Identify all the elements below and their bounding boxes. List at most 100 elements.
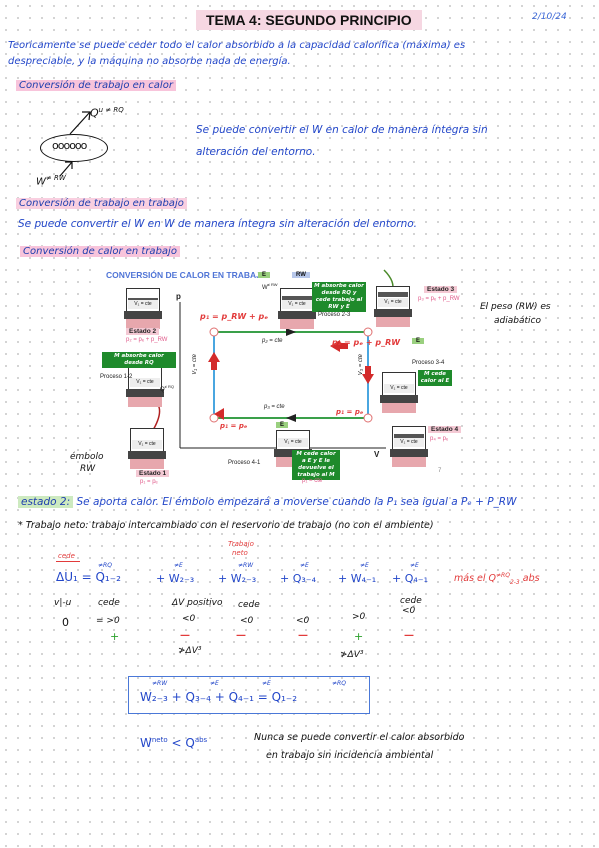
estado2-note: estado 2: Se aporta calor. El émbolo emp… xyxy=(18,496,517,508)
boxed-s1: ≠RW xyxy=(152,680,168,687)
section1-text-2: alteración del entorno. xyxy=(196,146,316,158)
sign-row-4b: <0 xyxy=(296,616,310,626)
eq-t5: + W₄₋₁ xyxy=(338,572,377,585)
tag-rw: RW xyxy=(292,272,310,278)
boxed-s2: ≠E xyxy=(210,680,219,687)
label-v1-cte: V₁ = cte xyxy=(192,354,198,375)
sign-col-6: cede xyxy=(400,596,422,606)
label-v3-cte: V₃ = cte xyxy=(358,354,364,376)
tag-e-right: E xyxy=(412,338,425,344)
eq-t3: + W₂₋₃ xyxy=(218,572,257,585)
coil-icon: oooooo xyxy=(52,139,87,152)
cylinder-process-34: V₁ = cte xyxy=(380,372,418,413)
sign-col-1: v|-u xyxy=(54,598,72,608)
conclusion-inequality: Wneto < Qabs xyxy=(140,736,208,750)
side-note-1: El peso (RW) es xyxy=(480,302,551,312)
eq-p1-pe-right: p₁ = pₑ xyxy=(336,408,364,416)
boxed-equation xyxy=(128,676,370,714)
sign-row-2: = >0 xyxy=(96,616,120,626)
tag-e-bottom: E xyxy=(276,422,289,428)
eq-mas: más el Q≠RQ2-3 abs xyxy=(454,572,540,587)
eq-above-cede: cede xyxy=(58,552,75,560)
date-label: 2/10/24 xyxy=(532,12,567,22)
conclusion-text-2: en trabajo sin incidencia ambiental xyxy=(266,750,434,761)
eq-s2: ≠E xyxy=(174,562,183,569)
footer-eq: p₁ = cte xyxy=(302,478,323,484)
sign-plus-1: + xyxy=(110,630,120,643)
intro-line-1: Teoricamente se puede ceder todo el calo… xyxy=(8,40,466,51)
eq-above-neto: neto xyxy=(232,549,248,557)
label-p2-cte: p₂ = cte xyxy=(262,338,283,344)
label-estado-2: Estado 2 xyxy=(126,328,160,335)
w-label: W≠ RW xyxy=(36,174,66,188)
footer-number: 7 xyxy=(438,468,442,474)
eq-t2: + W₂₋₃ xyxy=(156,572,195,585)
note-process-41: M cede calor a E y E le devuelve el trab… xyxy=(292,450,340,480)
section-heading-heat-to-work: Conversión de calor en trabajo xyxy=(20,246,180,257)
label-p3-cte: p₃ = cte xyxy=(264,404,285,410)
sign-col-4: cede xyxy=(238,600,260,610)
cylinder-process-12: V₁ = cte xyxy=(126,366,164,407)
eq-s3: ≠RW xyxy=(238,562,254,569)
cylinder-state-1: V₁ = cte xyxy=(128,428,166,469)
eq-s4: ≠E xyxy=(300,562,309,569)
note-process-23: M absorbe calor desde RQ y cede trabajo … xyxy=(312,282,366,312)
side-note-2: adiabático xyxy=(494,316,541,326)
eq-estado-3: p₃ = pₑ + p_RW xyxy=(418,296,460,302)
sign-note-1: ≯ΔV³ xyxy=(178,646,202,656)
sign-row-6: <0 xyxy=(402,606,416,616)
sign-row-3: <0 xyxy=(182,614,196,624)
axis-p-label: p xyxy=(176,292,181,301)
label-estado-3: Estado 3 xyxy=(424,286,458,293)
q-label: Qu ≠ RQ xyxy=(90,106,124,120)
label-proceso-23: Proceso 2-3 xyxy=(318,312,351,318)
sign-col-2: cede xyxy=(98,598,120,608)
eq-above-trabajo: Trabajo xyxy=(228,540,254,548)
eq-t4: + Q₃₋₄ xyxy=(280,572,316,585)
label-proceso-12: Proceso 1-2 xyxy=(100,374,133,380)
section-heading-work-to-work: Conversión de trabajo en trabajo xyxy=(16,198,187,209)
page-title: TEMA 4: SEGUNDO PRINCIPIO xyxy=(196,10,422,30)
eq-lhs: ΔU₁ = Q₁₋₂ xyxy=(56,570,121,584)
eq-p3-red: p₂ = pₑ + p_RW xyxy=(332,338,401,347)
section-heading-work-to-heat: Conversión de trabajo en calor xyxy=(16,80,176,91)
tag-e: E xyxy=(258,272,271,278)
carnot-cycle-diagram: CONVERSIÓN DE CALOR EN TRABAJO p V E RW … xyxy=(96,262,462,488)
cylinder-state-3: V₁ = cte xyxy=(374,286,412,327)
heat-reservoir-ellipse xyxy=(40,134,108,162)
intro-line-2: despreciable, y la máquina no absorbe na… xyxy=(8,56,291,67)
note-process-34: M cede calor al E xyxy=(418,370,452,386)
cylinder-process-23: V₁ = cte xyxy=(278,288,316,329)
boxed-s3: ≠E xyxy=(262,680,271,687)
eq-s5: ≠E xyxy=(360,562,369,569)
diagram-title: CONVERSIÓN DE CALOR EN TRABAJO xyxy=(106,270,268,280)
embolo-note-1: émbolo xyxy=(70,452,104,462)
eq-p1-red: p₁ = p_RW + pₑ xyxy=(200,312,269,321)
sign-row-5: >0 xyxy=(352,612,366,622)
eq-estado-1: p₁ = pₑ xyxy=(140,479,158,485)
sign-minus-4: — xyxy=(236,630,246,641)
q-12-label: Q≠ RQ xyxy=(160,384,174,393)
sign-note-2: ≯ΔV³ xyxy=(340,650,364,660)
boxed-equation-text: W₂₋₃ + Q₃₋₄ + Q₄₋₁ = Q₁₋₂ xyxy=(140,690,298,704)
cylinder-state-2: V₁ = cte xyxy=(124,288,162,329)
note-process-12: M absorbe calor desde RQ xyxy=(102,352,176,368)
label-proceso-41: Proceso 4-1 xyxy=(228,460,261,466)
sign-row-1: 0 xyxy=(62,616,69,629)
label-proceso-34: Proceso 3-4 xyxy=(412,360,445,366)
sign-minus-6: — xyxy=(404,630,414,641)
eq-s1: ≠RQ xyxy=(98,562,112,569)
underline-cede xyxy=(56,561,80,562)
trabajo-neto-note: * Trabajo neto: trabajo intercambiado co… xyxy=(18,520,434,531)
sign-col-3: ΔV positivo xyxy=(172,598,223,608)
arrow-up-icon xyxy=(69,111,91,135)
pv-axes xyxy=(147,269,394,449)
conclusion-text-1: Nunca se puede convertir el calor absorb… xyxy=(254,732,465,743)
section1-text-1: Se puede convertir el W en calor de mane… xyxy=(196,124,488,136)
cylinder-state-4: V₁ = cte xyxy=(390,426,428,467)
eq-p1-pe-left: p₁ = pₑ xyxy=(220,422,248,430)
boxed-s4: ≠RQ xyxy=(332,680,346,687)
eq-t6: + Q₄₋₁ xyxy=(392,572,428,585)
arrow-in-icon xyxy=(59,161,73,177)
sign-minus-3: — xyxy=(180,630,190,641)
